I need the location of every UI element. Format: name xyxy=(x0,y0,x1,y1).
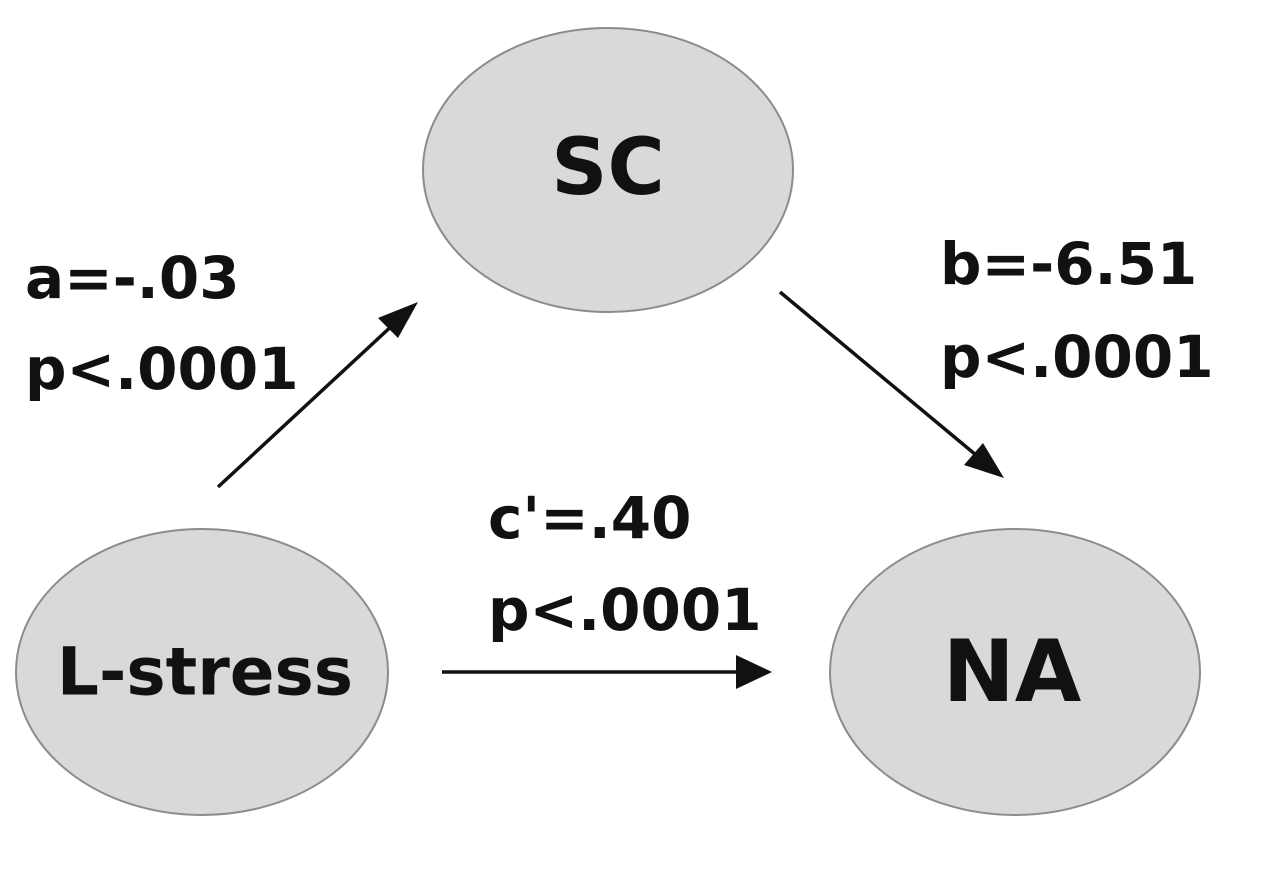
label-b-coef: b=-6.51 xyxy=(940,230,1197,298)
node-sc-label: SC xyxy=(551,123,664,213)
label-b-p: p<.0001 xyxy=(940,323,1214,391)
label-c-p: p<.0001 xyxy=(488,576,762,644)
edge-b-line xyxy=(778,290,984,462)
edge-a-line xyxy=(216,320,398,489)
node-lstress: L-stress xyxy=(15,528,389,816)
label-a: a=-.03 p<.0001 xyxy=(25,244,299,403)
edge-b-arrowhead xyxy=(964,443,1004,478)
edge-c-arrowhead xyxy=(736,655,772,689)
node-lstress-label: L-stress xyxy=(57,634,353,711)
node-sc: SC xyxy=(422,27,794,313)
node-sc-shape xyxy=(422,27,794,313)
label-a-p: p<.0001 xyxy=(25,335,299,403)
node-na-shape xyxy=(829,528,1201,816)
label-b: b=-6.51 p<.0001 xyxy=(940,230,1214,391)
label-c: c'=.40 p<.0001 xyxy=(488,484,762,644)
label-a-coef: a=-.03 xyxy=(25,244,240,312)
edge-c xyxy=(442,655,772,689)
node-na-label: NA xyxy=(943,622,1082,722)
edge-a-arrowhead xyxy=(378,302,418,338)
node-lstress-shape xyxy=(15,528,389,816)
edge-b xyxy=(778,290,1004,478)
node-na: NA xyxy=(829,528,1201,816)
label-c-coef: c'=.40 xyxy=(488,484,691,552)
edge-a xyxy=(216,302,418,489)
